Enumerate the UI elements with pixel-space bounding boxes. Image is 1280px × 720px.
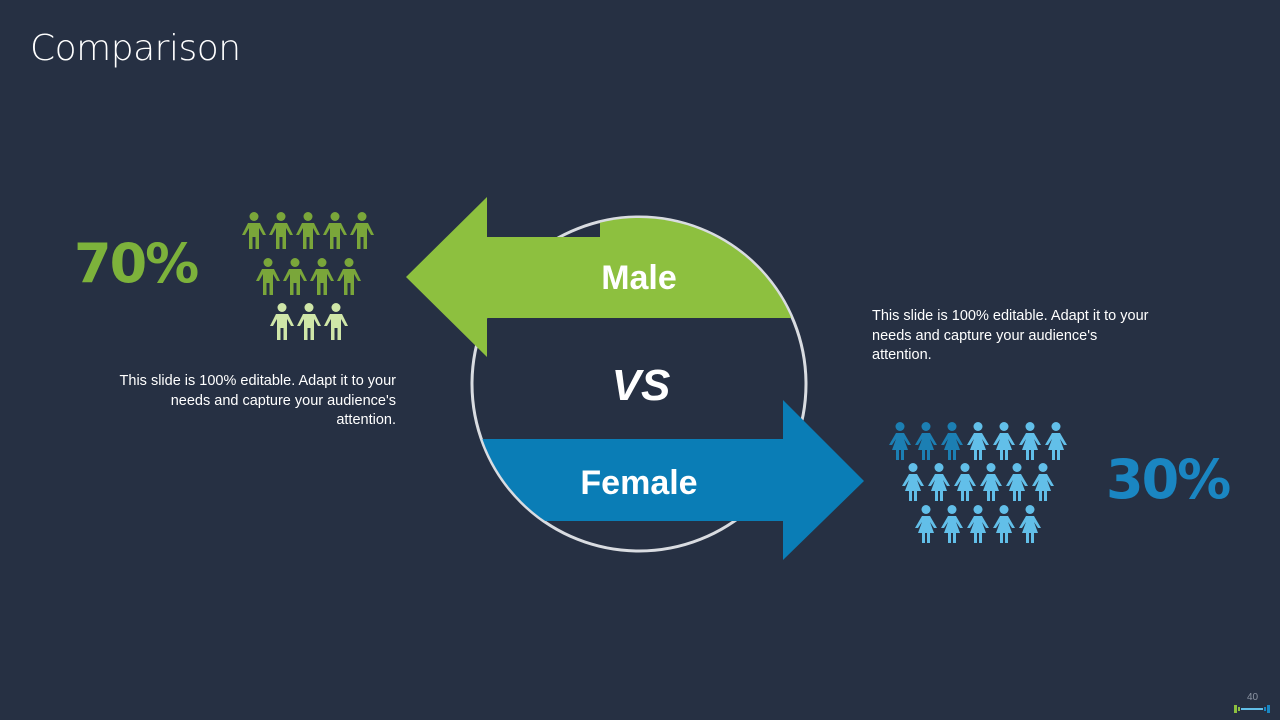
male-person-icon — [283, 258, 307, 295]
male-person-icon — [242, 212, 266, 249]
female-person-icon — [1045, 422, 1067, 460]
female-person-icon — [941, 505, 963, 543]
female-person-icon — [902, 463, 924, 501]
female-person-icon — [967, 505, 989, 543]
male-person-icon — [256, 258, 280, 295]
male-person-icon — [296, 212, 320, 249]
female-person-icon — [980, 463, 1002, 501]
female-description: This slide is 100% editable. Adapt it to… — [872, 308, 1149, 363]
male-percent: 70% — [74, 232, 199, 295]
female-icon-grid — [889, 422, 1067, 543]
female-person-icon — [928, 463, 950, 501]
male-icon-grid — [242, 212, 374, 340]
male-label: Male — [601, 259, 677, 297]
female-percent: 30% — [1106, 448, 1231, 511]
page-number: 40 — [1247, 692, 1259, 703]
male-person-icon — [310, 258, 334, 295]
female-person-icon — [941, 422, 963, 460]
female-person-icon — [954, 463, 976, 501]
vs-label: VS — [612, 361, 671, 410]
male-person-icon — [350, 212, 374, 249]
footer-logo-icon — [1234, 705, 1270, 713]
female-person-icon — [967, 422, 989, 460]
male-arrow — [406, 197, 805, 357]
female-person-icon — [915, 505, 937, 543]
female-person-icon — [1019, 505, 1041, 543]
female-person-icon — [889, 422, 911, 460]
female-person-icon — [915, 422, 937, 460]
female-person-icon — [1019, 422, 1041, 460]
female-label: Female — [580, 464, 697, 502]
female-person-icon — [1032, 463, 1054, 501]
male-description: This slide is 100% editable. Adapt it to… — [119, 373, 396, 428]
female-person-icon — [993, 505, 1015, 543]
female-person-icon — [1006, 463, 1028, 501]
female-person-icon — [993, 422, 1015, 460]
male-person-icon — [324, 303, 348, 340]
male-person-icon — [297, 303, 321, 340]
male-person-icon — [337, 258, 361, 295]
male-person-icon — [269, 212, 293, 249]
male-person-icon — [323, 212, 347, 249]
slide-title: Comparison — [30, 28, 241, 69]
vs-circle — [470, 215, 808, 553]
male-person-icon — [270, 303, 294, 340]
